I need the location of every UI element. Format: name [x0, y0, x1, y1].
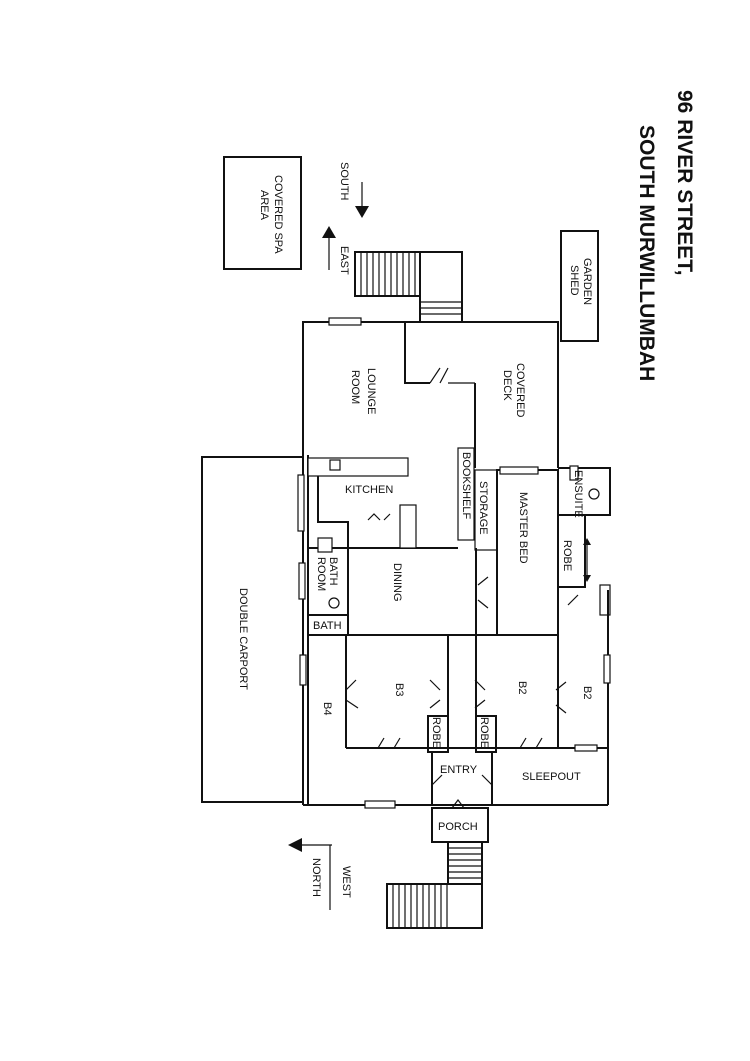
- covered-spa-label-1: COVERED SPA: [272, 175, 284, 254]
- dining-label: DINING: [391, 563, 403, 602]
- bath: BATH: [307, 614, 349, 636]
- garden-shed-label-1: GARDEN: [581, 258, 593, 305]
- bathroom-label-2: ROOM: [315, 557, 327, 591]
- robe-master: ROBE: [557, 514, 611, 616]
- west-label: WEST: [340, 866, 352, 898]
- dining: DINING: [391, 563, 403, 602]
- b2-outer-label: B2: [581, 686, 593, 699]
- robe-b3-label: ROBE: [430, 717, 442, 748]
- sleepout-label: SLEEPOUT: [522, 771, 581, 783]
- bath-label: BATH: [313, 620, 342, 632]
- title-line-2: SOUTH MURWILLUMBAH: [635, 125, 658, 381]
- robe-b3: ROBE: [427, 715, 449, 753]
- covered-deck-label-1: COVERED: [514, 363, 526, 417]
- covered-deck: COVERED DECK: [474, 363, 526, 468]
- east-arrow-icon: [322, 226, 336, 238]
- lounge-label-2: ROOM: [349, 370, 361, 404]
- double-carport-label: DOUBLE CARPORT: [237, 588, 249, 690]
- entry: ENTRY: [431, 752, 493, 805]
- compass-bottom: NORTH WEST: [288, 838, 352, 910]
- bathroom-label-1: BATH: [327, 557, 339, 586]
- title-line-1: 96 RIVER STREET,: [673, 90, 696, 276]
- sleepout: SLEEPOUT: [522, 771, 581, 783]
- north-label: NORTH: [310, 858, 322, 897]
- covered-deck-label-2: DECK: [501, 370, 513, 401]
- south-label: SOUTH: [338, 162, 350, 201]
- b4-label: B4: [321, 702, 333, 715]
- garden-shed: GARDEN SHED: [560, 230, 599, 342]
- plan-title: 96 RIVER STREET, SOUTH MURWILLUMBAH: [635, 90, 696, 381]
- stairs-top-icon: [354, 251, 463, 323]
- bookshelf-label: BOOKSHELF: [460, 452, 472, 520]
- ensuite-label: ENSUITE: [572, 470, 584, 518]
- south-arrow-icon: [355, 206, 369, 218]
- storage: STORAGE: [474, 469, 498, 551]
- entry-label: ENTRY: [440, 764, 478, 776]
- porch: PORCH: [431, 799, 489, 843]
- east-label: EAST: [338, 246, 350, 275]
- b2-inner-label: B2: [516, 681, 528, 694]
- stairs-bottom-icon: [386, 841, 483, 929]
- porch-label: PORCH: [438, 821, 478, 833]
- kitchen: KITCHEN: [297, 457, 458, 549]
- storage-label: STORAGE: [477, 481, 489, 535]
- lounge-room: LOUNGE ROOM: [349, 322, 475, 414]
- lounge-label-1: LOUNGE: [365, 368, 377, 414]
- covered-spa-label-2: AREA: [258, 190, 270, 221]
- north-arrow-icon: [288, 838, 302, 852]
- bathroom: BATH ROOM: [298, 537, 349, 616]
- kitchen-label: KITCHEN: [345, 484, 393, 496]
- robe-b2: ROBE: [475, 715, 497, 753]
- covered-spa-area: COVERED SPA AREA: [223, 156, 302, 270]
- robe-master-label: ROBE: [561, 540, 573, 571]
- compass-top: SOUTH EAST: [322, 162, 369, 275]
- double-carport: DOUBLE CARPORT: [201, 456, 303, 803]
- bookshelf: BOOKSHELF: [457, 447, 475, 541]
- b3-label: B3: [393, 683, 405, 696]
- garden-shed-label-2: SHED: [568, 265, 580, 296]
- master-bed-label: MASTER BED: [517, 492, 529, 564]
- robe-b2-label: ROBE: [478, 717, 490, 748]
